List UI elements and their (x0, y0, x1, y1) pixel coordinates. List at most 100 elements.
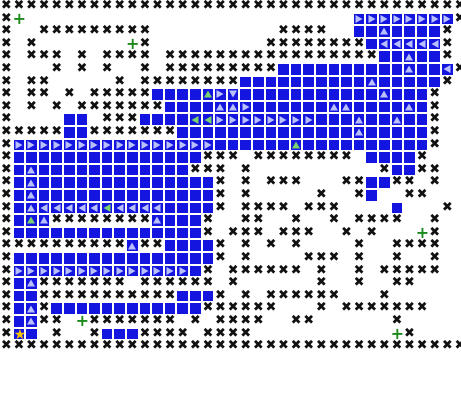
water-arrow-right (75, 138, 89, 152)
water-arrow-up (352, 126, 366, 139)
water-arrow-right (138, 264, 152, 278)
wall-cross: ✖ (114, 48, 126, 64)
wall-cross: ✖ (315, 275, 327, 291)
water-tile (252, 138, 265, 152)
wall-cross: ✖ (51, 212, 63, 228)
green-plus-pickup: + (126, 33, 140, 53)
wall-cross: ✖ (164, 124, 176, 139)
water-tile (390, 75, 404, 89)
wall-cross: ✖ (0, 325, 12, 341)
water-arrow-right (100, 138, 114, 152)
wall-cross: ✖ (63, 0, 75, 13)
water-tile (340, 113, 353, 126)
water-tile (126, 176, 139, 189)
water-tile (315, 138, 328, 152)
wall-cross: ✖ (101, 212, 113, 228)
wall-cross: ✖ (76, 23, 88, 39)
arrow-icon (355, 116, 364, 124)
water-tile (365, 88, 378, 101)
arrow-icon (53, 266, 61, 275)
water-tile (390, 50, 404, 63)
wall-cross: ✖ (328, 0, 340, 13)
water-tile (315, 113, 328, 126)
water-tile (189, 214, 202, 227)
arrow-icon (229, 115, 237, 124)
wall-cross: ✖ (0, 262, 12, 278)
wall-cross: ✖ (126, 111, 138, 127)
wall-cross: ✖ (76, 338, 88, 354)
wall-cross: ✖ (139, 98, 151, 114)
wall-cross: ✖ (38, 23, 50, 39)
wall-cross: ✖ (215, 313, 226, 328)
water-tile (75, 302, 89, 315)
water-tile (189, 201, 202, 215)
water-tile (25, 252, 38, 265)
wall-cross: ✖ (252, 313, 264, 328)
wall-cross: ✖ (152, 73, 163, 89)
wall-cross: ✖ (429, 86, 441, 102)
wall-cross: ✖ (51, 275, 63, 291)
wall-cross: ✖ (328, 338, 340, 354)
wall-cross: ✖ (76, 98, 88, 114)
green-plus-pickup: + (415, 222, 430, 242)
wall-cross: ✖ (215, 61, 226, 76)
water-tile (88, 189, 101, 202)
water-tile (340, 126, 353, 139)
arrow-icon (53, 203, 61, 212)
wall-cross: ✖ (101, 98, 113, 114)
water-tile (176, 302, 189, 315)
water-tile (289, 63, 303, 76)
arrow-icon (229, 103, 238, 111)
wall-cross: ✖ (0, 73, 12, 89)
arrow-icon (128, 242, 137, 250)
water-tile (239, 126, 252, 139)
wall-cross: ✖ (101, 237, 113, 253)
water-tile (12, 189, 26, 202)
water-arrow-left-highlight (201, 113, 215, 126)
water-tile (75, 163, 89, 177)
water-arrow-right (264, 113, 278, 126)
wall-cross: ✖ (189, 73, 201, 89)
water-tile (100, 302, 114, 315)
wall-cross: ✖ (202, 325, 214, 341)
wall-cross: ✖ (0, 136, 12, 152)
water-arrow-right (50, 138, 63, 152)
wall-cross: ✖ (152, 237, 163, 253)
water-tile (163, 100, 177, 114)
water-tile (201, 201, 215, 215)
water-tile (151, 252, 164, 265)
arrow-icon (27, 204, 36, 212)
arrow-icon (40, 203, 48, 212)
wall-cross: ✖ (0, 0, 12, 13)
water-arrow-right (277, 113, 290, 126)
water-tile (352, 138, 366, 152)
water-tile (189, 289, 202, 303)
water-tile (378, 151, 391, 164)
arrow-icon (405, 53, 414, 61)
wall-cross: ✖ (341, 338, 352, 354)
wall-cross: ✖ (391, 300, 403, 316)
water-tile (176, 100, 189, 114)
wall-cross: ✖ (114, 73, 126, 89)
water-tile (25, 151, 38, 164)
water-tile (390, 126, 404, 139)
arrow-icon (242, 103, 250, 112)
water-tile (75, 151, 89, 164)
wall-cross: ✖ (38, 287, 50, 303)
wall-cross: ✖ (429, 161, 441, 177)
water-tile (163, 163, 177, 177)
water-tile (126, 302, 139, 315)
water-tile (138, 189, 152, 202)
wall-cross: ✖ (126, 287, 138, 303)
wall-cross: ✖ (152, 325, 163, 341)
wall-cross: ✖ (315, 300, 327, 316)
water-tile (100, 189, 114, 202)
water-tile (365, 63, 378, 76)
water-tile (163, 239, 177, 252)
wall-cross: ✖ (366, 48, 378, 64)
water-arrow-right (189, 138, 202, 152)
wall-cross: ✖ (114, 111, 126, 127)
water-tile (163, 214, 177, 227)
wall-cross: ✖ (0, 199, 12, 215)
